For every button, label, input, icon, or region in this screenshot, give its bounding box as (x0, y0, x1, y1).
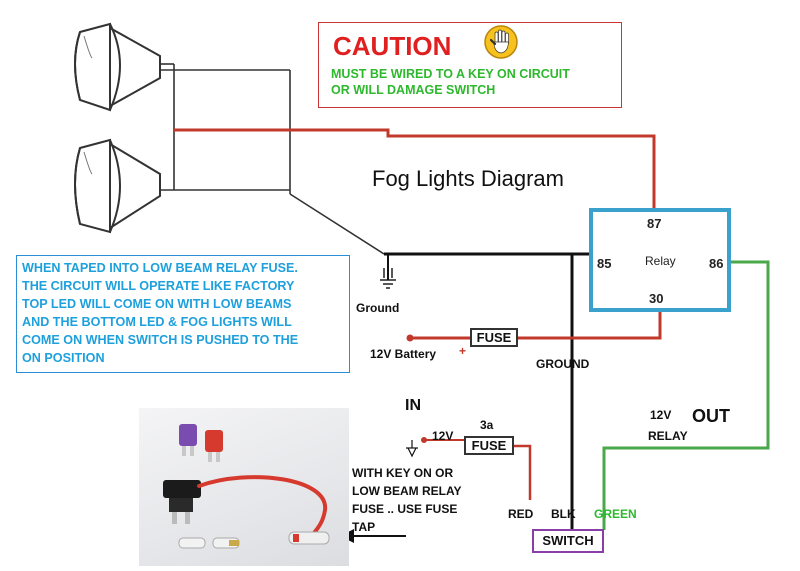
relay-pin-86: 86 (709, 256, 724, 271)
in-12v-label: 12V (432, 429, 454, 443)
ground-mid-label: GROUND (536, 357, 590, 371)
spare-connector-icon (178, 537, 240, 549)
info-line: ON POSITION (22, 351, 105, 365)
wire-blk-label: BLK (551, 507, 576, 521)
red-fuse-icon (205, 430, 223, 462)
out-relay-label: RELAY (648, 429, 688, 443)
out-label: OUT (692, 406, 730, 426)
key-note-line: LOW BEAM RELAY (352, 484, 462, 498)
relay-box: 87 85 Relay 86 30 (589, 208, 731, 312)
wire-red-label: RED (508, 507, 534, 521)
fuse-main: FUSE (470, 328, 518, 347)
diagram-title: Fog Lights Diagram (372, 166, 564, 191)
caution-box: CAUTION MUST BE WIRED TO A KEY ON CIRCUI… (318, 22, 622, 108)
switch-box: SWITCH (532, 529, 604, 553)
out-12v-label: 12V (650, 408, 672, 422)
relay-label: Relay (645, 254, 676, 268)
relay-pin-30: 30 (649, 291, 664, 306)
fog-lamp-bottom (74, 138, 161, 234)
caution-title: CAUTION (333, 31, 452, 61)
info-line: COME ON WHEN SWITCH IS PUSHED TO THE (22, 333, 299, 347)
key-note-line: TAP (352, 520, 376, 534)
in-ground-symbol (406, 440, 418, 458)
amp-label: 3a (480, 418, 494, 432)
red-wire-87 (174, 128, 656, 210)
relay-pin-85: 85 (597, 256, 612, 271)
red-wire-switch (514, 444, 532, 500)
butt-connector-icon (288, 531, 330, 545)
in-label: IN (405, 397, 421, 414)
green-wire-86 (602, 260, 770, 530)
battery-label: 12V Battery (370, 347, 437, 361)
key-note-line: WITH KEY ON OR (352, 466, 454, 480)
info-line: TOP LED WILL COME ON WITH LOW BEAMS (22, 297, 292, 311)
wire-green-label: GREEN (594, 507, 637, 521)
fuse-small: FUSE (464, 436, 514, 455)
info-line: WHEN TAPED INTO LOW BEAM RELAY FUSE. (22, 261, 298, 275)
hand-stop-icon (483, 24, 519, 65)
ground-label: Ground (356, 301, 400, 315)
ground-symbol (380, 268, 396, 289)
battery-plus: + (459, 344, 467, 358)
fuse-tap-body-icon (163, 480, 201, 524)
info-line: AND THE BOTTOM LED & FOG LIGHTS WILL (22, 315, 292, 329)
fuse-to-30-wire (518, 310, 662, 340)
caution-line-2: OR WILL DAMAGE SWITCH (331, 83, 496, 97)
key-note-line: FUSE .. USE FUSE (352, 502, 458, 516)
lamp-wires (160, 63, 385, 255)
fog-lamp-top (74, 22, 161, 112)
caution-line-1: MUST BE WIRED TO A KEY ON CIRCUIT (331, 67, 570, 81)
info-box: WHEN TAPED INTO LOW BEAM RELAY FUSE. THE… (16, 255, 350, 373)
info-line: THE CIRCUIT WILL OPERATE LIKE FACTORY (22, 279, 295, 293)
relay-pin-87: 87 (647, 216, 662, 231)
purple-fuse-icon (179, 424, 197, 456)
fuse-tap-photo (139, 408, 349, 566)
